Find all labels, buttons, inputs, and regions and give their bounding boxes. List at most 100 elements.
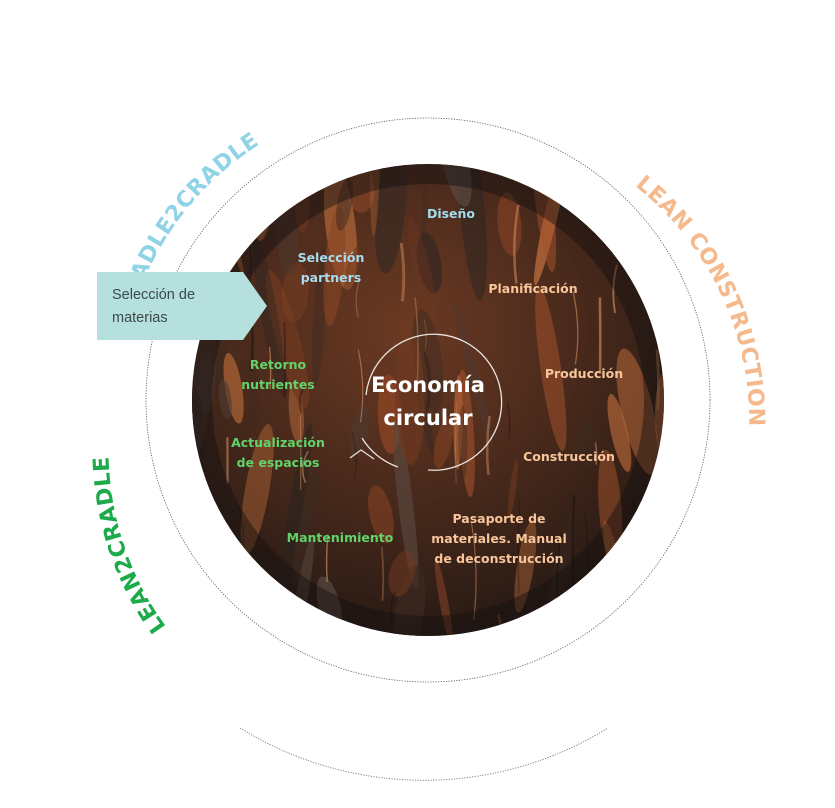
bark-patch <box>212 512 228 636</box>
step-diseno-line: Diseño <box>427 206 475 221</box>
bark-patch <box>240 424 274 555</box>
step-actualizacion-line: de espacios <box>237 455 320 470</box>
bark-crack <box>590 617 598 636</box>
bark-patch <box>457 369 475 498</box>
bark-patch <box>252 233 286 397</box>
bark-patch <box>323 206 346 327</box>
bark-patch <box>223 353 244 424</box>
step-pasaporte-line: materiales. Manual <box>431 531 567 546</box>
bark-patch <box>454 302 493 449</box>
bark-patch <box>607 393 632 472</box>
bark-patch <box>646 498 664 569</box>
bark-patch <box>577 421 598 469</box>
center-title-line2: circular <box>383 406 473 430</box>
bark-crack <box>594 442 598 465</box>
bark-crack <box>245 562 252 624</box>
bark-crack <box>612 264 618 314</box>
callout-label: Selección de materias <box>112 284 242 330</box>
step-produccion: Producción <box>545 366 623 381</box>
callout-label-line2: materias <box>112 310 168 326</box>
step-mantenimiento-line: Mantenimiento <box>287 530 394 545</box>
bark-crack <box>485 415 491 476</box>
bottom-arc <box>239 727 609 781</box>
bark-patch <box>421 164 431 249</box>
step-retorno: Retorno nutrientes <box>241 357 315 392</box>
step-seleccion-partners: Selección partners <box>298 250 365 285</box>
bark-patch <box>248 347 258 427</box>
bark-patch <box>434 558 454 636</box>
step-mantenimiento: Mantenimiento <box>287 530 394 545</box>
bark-crack <box>399 242 406 302</box>
bark-patch <box>311 244 328 387</box>
step-planificacion: Planificación <box>488 281 577 296</box>
bark-crack <box>507 403 511 439</box>
bark-crack <box>655 349 660 410</box>
step-pasaporte: Pasaporte de materiales. Manual de deconst… <box>431 511 567 566</box>
bark-patch <box>616 348 659 475</box>
bark-patch <box>192 588 201 634</box>
bark-patch <box>628 164 645 223</box>
bark-crack <box>219 548 223 574</box>
bark-crack <box>299 415 302 490</box>
bark-patch <box>395 331 425 465</box>
bark-patch <box>374 164 407 274</box>
bark-patch <box>388 550 416 597</box>
bark-crack <box>298 386 305 413</box>
bark-crack <box>414 297 419 394</box>
bark-crack <box>390 592 396 627</box>
bark-patch <box>280 422 313 588</box>
step-seleccion-partners-line: Selección <box>298 250 365 265</box>
bark-crack <box>423 352 432 411</box>
bark-crack <box>513 204 520 284</box>
step-pasaporte-line: Pasaporte de <box>452 511 545 526</box>
bark-crack <box>355 277 361 318</box>
bark-patch <box>407 216 438 325</box>
bark-patch <box>531 164 557 273</box>
outer-ring <box>145 117 711 683</box>
bark-crack <box>302 450 309 483</box>
bark-crack <box>351 432 357 480</box>
bark-patch <box>265 269 310 409</box>
bark-patch <box>392 420 419 590</box>
bark-patch <box>535 286 567 452</box>
bark-crack <box>229 592 237 636</box>
bark-crack <box>572 291 579 365</box>
step-construccion-line: Construcción <box>523 449 615 464</box>
bark-patch <box>292 463 320 587</box>
bark-patch <box>218 379 232 420</box>
bark-crack <box>283 322 287 399</box>
bark-crack <box>670 590 672 619</box>
cycle-arrow-icon <box>349 333 503 471</box>
bark-patch <box>368 485 394 544</box>
callout-label-line1: Selección de <box>112 287 196 303</box>
step-actualizacion: Actualización de espacios <box>231 435 325 470</box>
bark-crack <box>268 347 272 389</box>
bark-crack <box>497 614 505 636</box>
bark-patch <box>281 262 309 322</box>
step-actualizacion-line: Actualización <box>231 435 325 450</box>
bark-patch <box>349 405 370 458</box>
step-seleccion-partners-line: partners <box>301 270 362 285</box>
step-construccion: Construcción <box>523 449 615 464</box>
center-title-line1: Economía <box>371 373 485 397</box>
step-planificacion-line: Planificación <box>488 281 577 296</box>
step-pasaporte-line: de deconstrucción <box>434 551 563 566</box>
step-diseno: Diseño <box>427 206 475 221</box>
bark-crack <box>357 349 364 423</box>
step-retorno-line: Retorno <box>250 357 307 372</box>
highlight-callout: Selección de materias <box>97 272 267 340</box>
bark-patch <box>507 459 518 518</box>
bark-patch <box>433 417 454 469</box>
bark-crack <box>325 534 329 582</box>
step-produccion-line: Producción <box>545 366 623 381</box>
bark-crack <box>517 499 521 593</box>
bark-patch <box>258 164 270 190</box>
bark-crack <box>571 495 576 586</box>
bark-crack <box>470 522 477 620</box>
step-retorno-line: nutrientes <box>241 377 315 392</box>
bark-patch <box>192 572 222 630</box>
bark-patch <box>336 177 353 231</box>
bark-patch <box>192 353 213 488</box>
